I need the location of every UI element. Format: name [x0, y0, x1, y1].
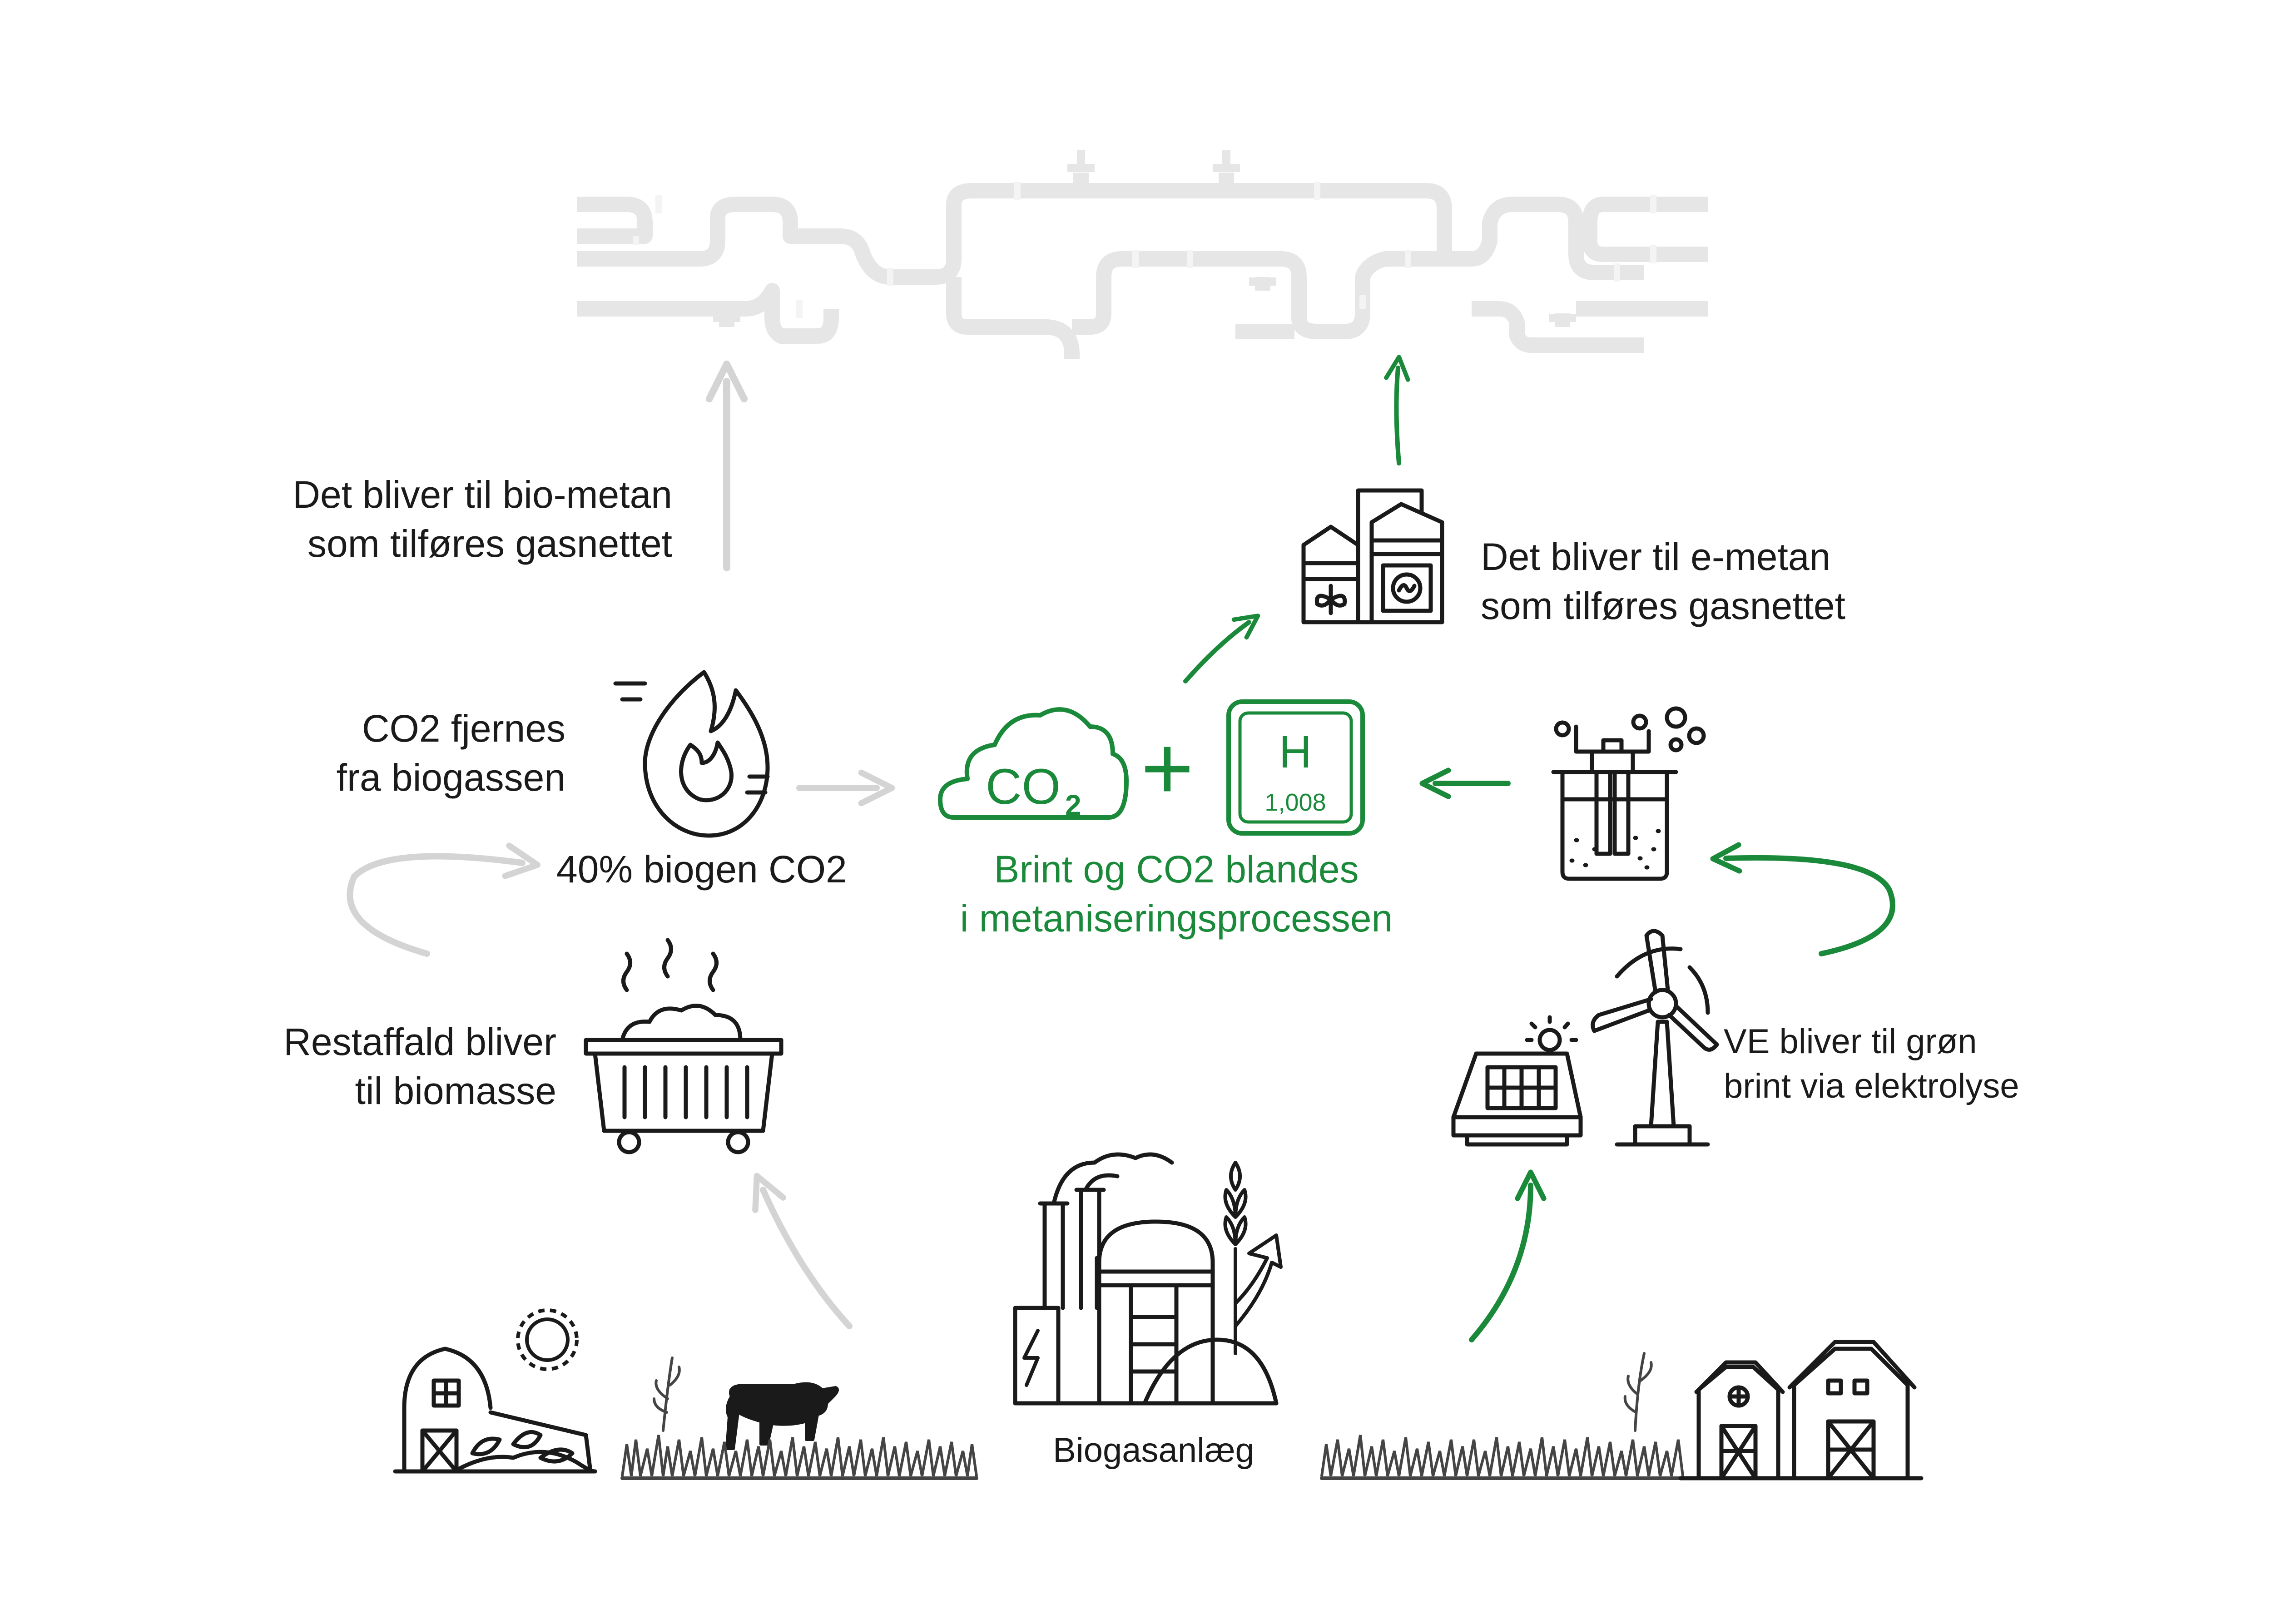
grass-field-icon [1320, 1352, 1687, 1480]
gas-pipeline-network-icon [577, 150, 1708, 362]
label-residual-waste-line2: til biomasse [355, 1069, 556, 1112]
arrow-field-to-renewables [1469, 1169, 1547, 1342]
hydrogen-mass: 1,008 [1264, 789, 1326, 816]
grass-field-icon [620, 1357, 978, 1480]
methanation-plant-icon [1301, 488, 1444, 624]
solar-panel-icon [1451, 1015, 1583, 1147]
electrolysis-beaker-icon [1551, 706, 1706, 881]
label-emethane-line2: som tilføres gasnettet [1481, 584, 1845, 627]
label-renewable-line2: brint via elektrolyse [1724, 1067, 2019, 1105]
plus-sign: + [1141, 718, 1194, 819]
cow-icon [725, 1382, 839, 1450]
label-emethane: Det bliver til e-metan som tilføres gasn… [1481, 532, 1845, 630]
farm-barn-icon [393, 1347, 597, 1474]
label-biomethane-line1: Det bliver til bio-metan [293, 473, 672, 516]
label-biomethane: Det bliver til bio-metan som tilføres ga… [254, 470, 672, 568]
label-co2-removed-line2: fra biogassen [336, 756, 565, 799]
label-residual-waste-line1: Restaffald bliver [283, 1020, 556, 1063]
arrow-renewable-to-electrolysis [1710, 842, 1895, 956]
label-biomethane-line2: som tilføres gasnettet [307, 522, 672, 565]
label-co2-removed-line1: CO2 fjernes [362, 707, 565, 750]
label-mixing-line1: Brint og CO2 blandes [994, 848, 1359, 891]
wind-turbine-icon [1591, 929, 1719, 1147]
co2-cloud-icon: CO 2 [938, 707, 1129, 822]
label-co2-removed: CO2 fjernes fra biogassen [273, 704, 565, 802]
label-biogenic-co2: 40% biogen CO2 [556, 845, 847, 894]
label-biogas-plant: Biogasanlæg [999, 1428, 1308, 1473]
label-biogas-plant-text: Biogasanlæg [1053, 1431, 1255, 1470]
co2-symbol: CO [986, 759, 1061, 815]
co2-subscript: 2 [1065, 789, 1081, 822]
label-emethane-line1: Det bliver til e-metan [1481, 535, 1831, 578]
hydrogen-element-icon: H 1,008 [1226, 699, 1365, 836]
label-mixing-line2: i metaniseringsprocessen [960, 897, 1393, 940]
hydrogen-symbol: H [1279, 727, 1312, 777]
label-renewable: VE bliver til grøn brint via elektrolyse [1724, 1020, 2019, 1109]
barns-icon [1678, 1340, 1924, 1480]
arrow-farm-to-waste [752, 1173, 853, 1329]
waste-container-icon [584, 938, 783, 1154]
arrow-to-gasgrid-right [1384, 355, 1410, 465]
arrow-mixing-to-plant [1183, 614, 1260, 683]
arrow-waste-to-co2 [347, 842, 541, 957]
sun-icon [516, 1308, 579, 1371]
wheat-icon [1223, 1161, 1283, 1355]
label-biogenic-co2-text: 40% biogen CO2 [556, 848, 847, 891]
flame-icon [613, 670, 770, 838]
biogas-plant-icon [1013, 1152, 1279, 1406]
label-mixing: Brint og CO2 blandes i metaniseringsproc… [908, 845, 1444, 943]
label-renewable-line1: VE bliver til grøn [1724, 1022, 1977, 1061]
label-residual-waste: Restaffald bliver til biomasse [236, 1017, 556, 1115]
